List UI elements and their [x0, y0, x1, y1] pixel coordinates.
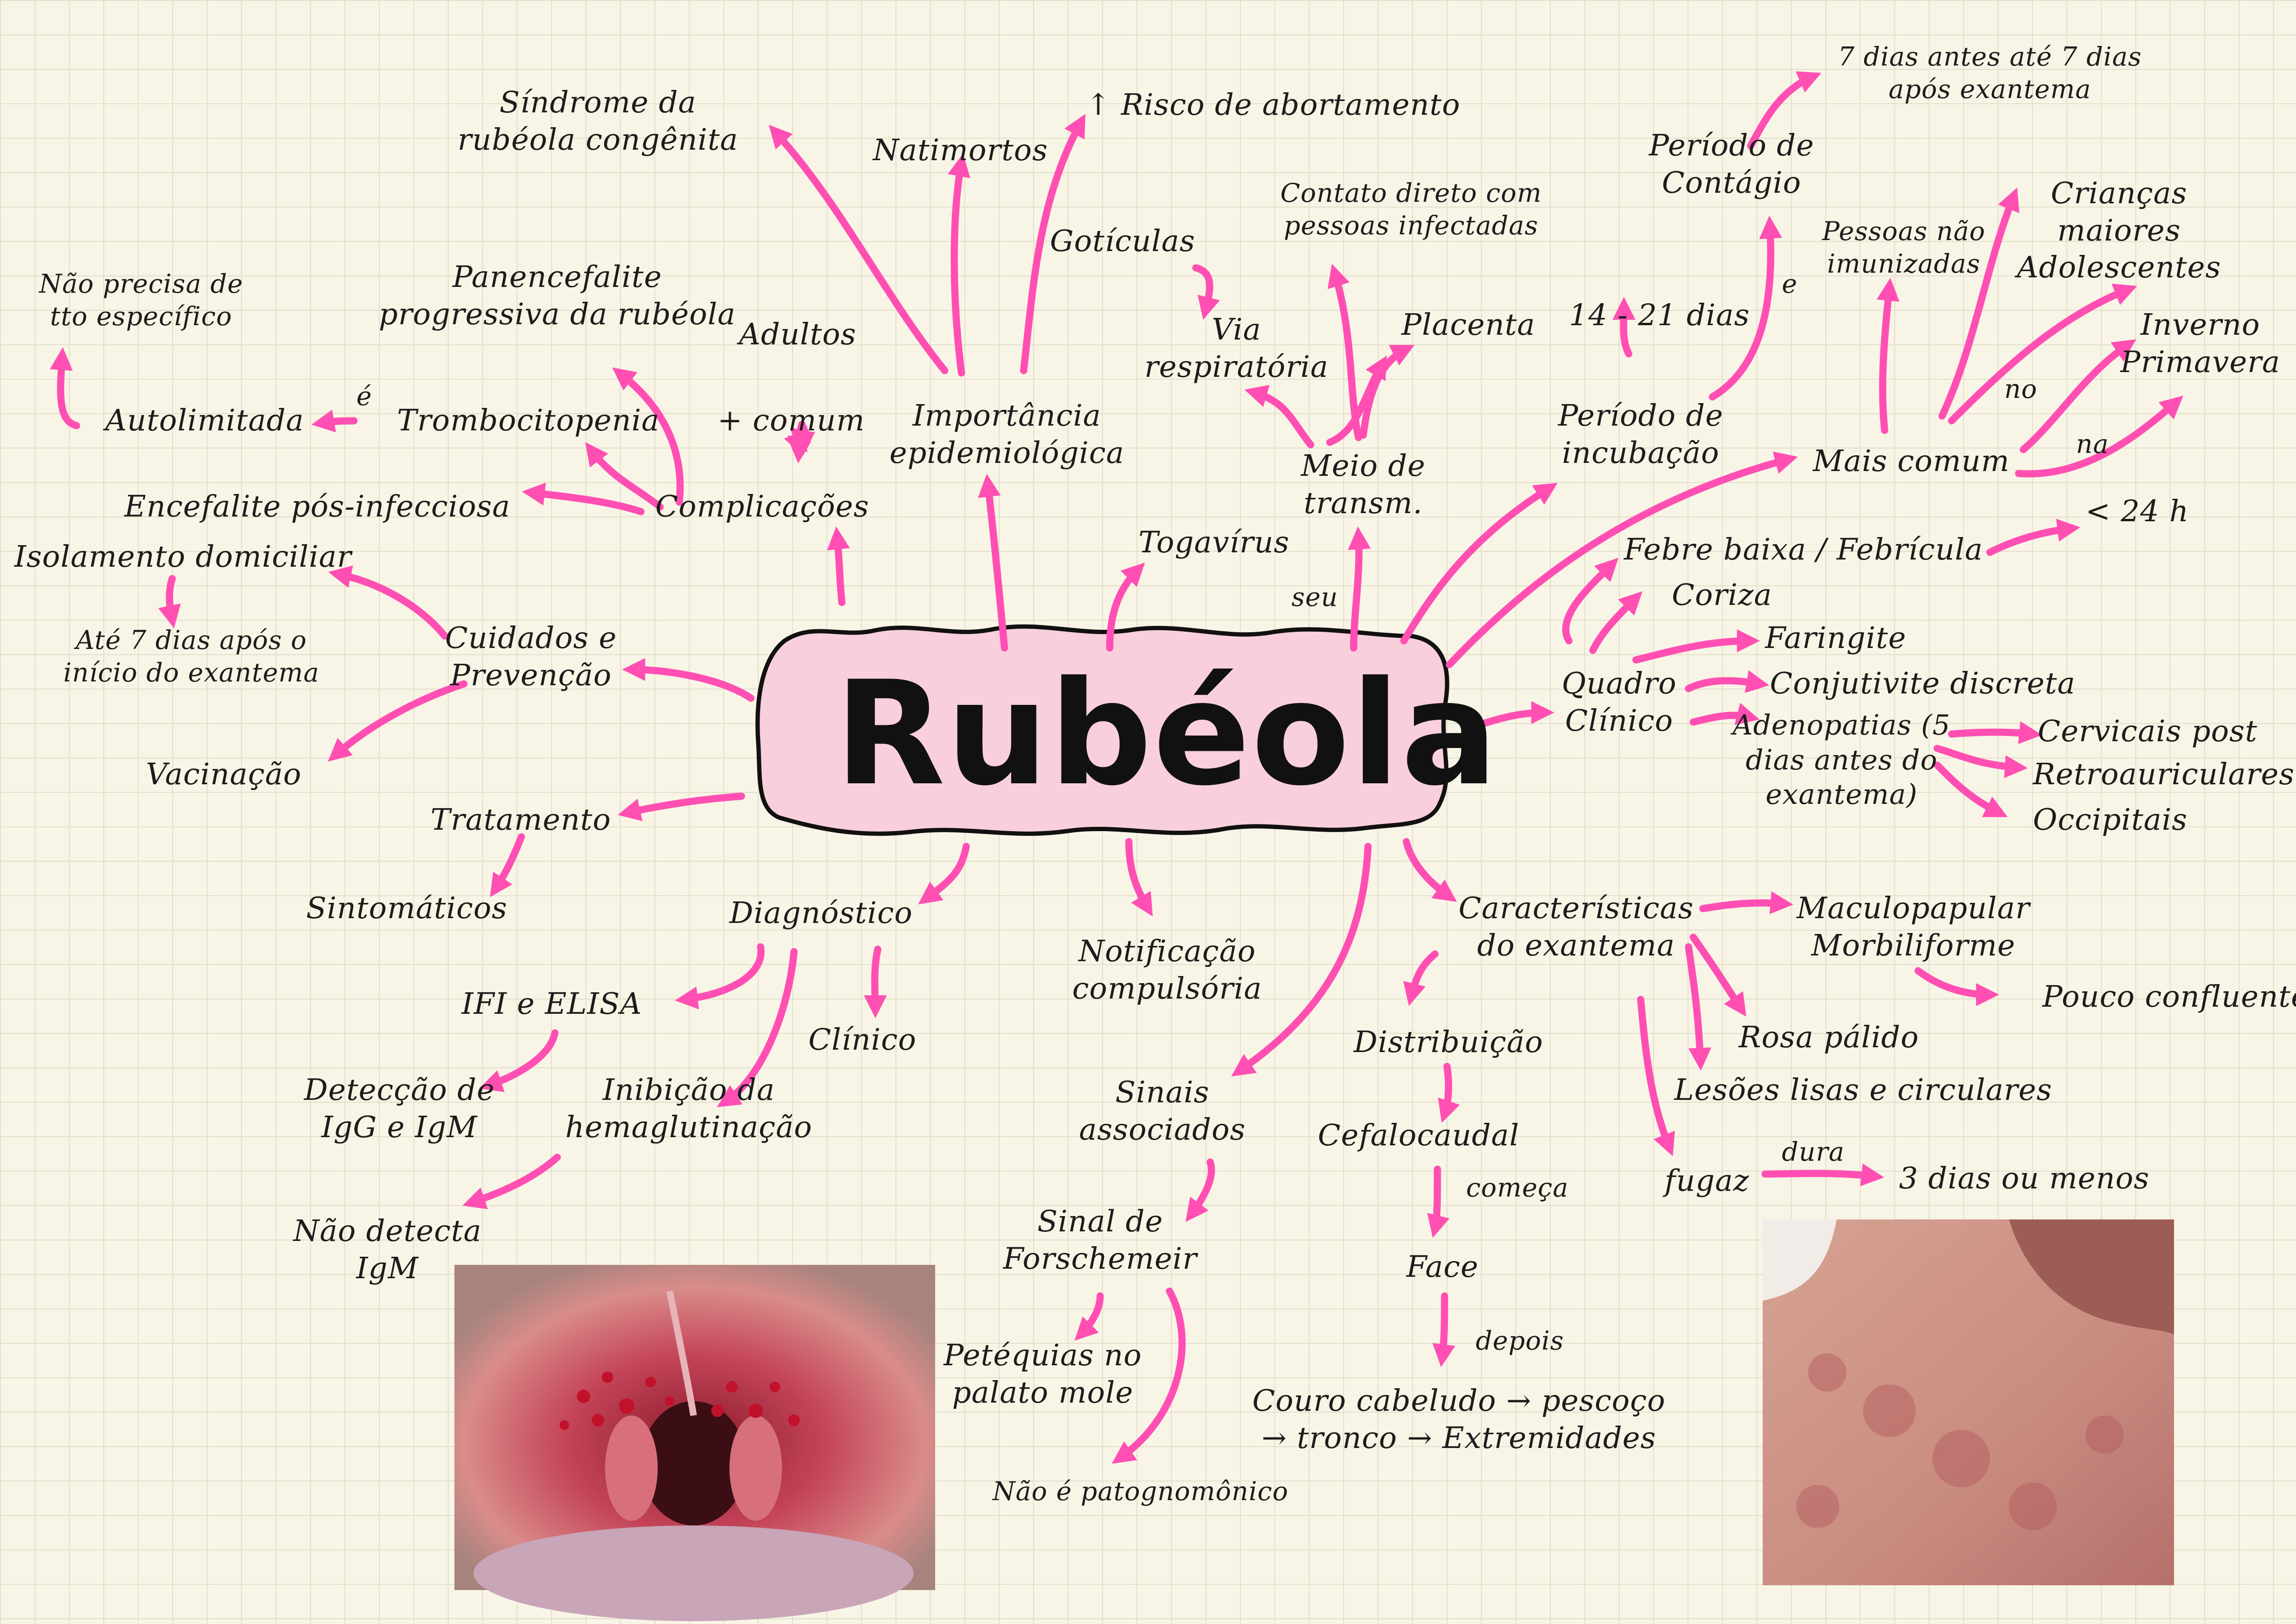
label-dura: dura: [1782, 1137, 1845, 1167]
label-e: é: [356, 381, 372, 411]
node-diagnostico: Diagnóstico: [729, 895, 913, 930]
node-inverno: Inverno Primavera: [2120, 307, 2281, 379]
label-depois: depois: [1476, 1326, 1564, 1356]
node-contato: Contato direto com pessoas infectadas: [1280, 178, 1542, 241]
node-febre: Febre baixa / Febrícula: [1624, 532, 1983, 567]
node-goticulas: Gotículas: [1050, 223, 1195, 258]
node-deteccao: Detecção de IgG e IgM: [304, 1072, 495, 1144]
node-risco: ↑ Risco de abortamento: [1086, 87, 1460, 122]
node-cefalocaudal: Cefalocaudal: [1318, 1118, 1520, 1152]
node-nao-detecta: Não detecta IgM: [293, 1213, 482, 1285]
node-periodo-contagio: Período de Contágio: [1649, 128, 1814, 200]
node-nao-precisa: Não precisa de tto específico: [39, 269, 243, 331]
node-via-resp: Via respiratória: [1144, 312, 1329, 384]
node-nao-patogn: Não é patognomônico: [993, 1476, 1289, 1506]
node-meio: Meio de transm.: [1301, 448, 1426, 520]
node-caracteristicas: Características do exantema: [1458, 890, 1694, 963]
node-panencefalite: Panencefalite progressiva da rubéola: [378, 259, 736, 331]
node-autolimitada: Autolimitada: [105, 403, 304, 438]
node-inibicao: Inibição da hemaglutinação: [565, 1072, 813, 1144]
node-isolamento: Isolamento domiciliar: [14, 539, 352, 574]
node-cuidados: Cuidados e Prevenção: [445, 620, 617, 692]
node-ifi: IFI e ELISA: [462, 986, 642, 1021]
throat-photo: [454, 1265, 935, 1590]
node-encefalite: Encefalite pós-infecciosa: [124, 489, 511, 524]
node-natimortos: Natimortos: [873, 132, 1048, 167]
node-conjuntivite: Conjutivite discreta: [1770, 666, 2076, 701]
rash-photo: [1763, 1219, 2174, 1585]
node-coriza: Coriza: [1672, 577, 1772, 612]
node-vacinacao: Vacinação: [146, 757, 302, 791]
node-distribuicao: Distribuição: [1354, 1024, 1544, 1059]
label-comeca: começa: [1466, 1173, 1569, 1203]
node-pouco-conf: Pouco confluente: [2042, 979, 2296, 1014]
node-faringite: Faringite: [1765, 620, 1907, 655]
node-sinais: Sinais associados: [1079, 1075, 1246, 1147]
center-title: Rubéola: [835, 650, 1499, 817]
node-maculopapular: Maculopapular Morbiliforme: [1797, 890, 2030, 963]
node-mais-comum-adultos: + comum: [718, 403, 865, 438]
node-fugaz: fugaz: [1665, 1163, 1750, 1198]
node-mais-comum: Mais comum: [1813, 443, 2010, 478]
node-periodo-incub: Período de incubação: [1558, 398, 1723, 470]
node-togavirus: Togavírus: [1138, 525, 1290, 560]
node-ate-7-dias: Até 7 dias após o início do exantema: [63, 625, 320, 688]
center-blob: [755, 624, 1449, 836]
label-seu: seu: [1292, 582, 1338, 612]
node-petequias: Petéquias no palato mole: [943, 1338, 1142, 1410]
node-rosa: Rosa pálido: [1739, 1020, 1919, 1054]
node-couro: Couro cabeludo → pescoço → tronco → Extr…: [1252, 1383, 1666, 1455]
node-tratamento: Tratamento: [430, 802, 611, 837]
node-face: Face: [1406, 1249, 1479, 1284]
node-notificacao: Notificação compulsória: [1072, 933, 1262, 1006]
label-na: na: [2076, 429, 2109, 459]
node-sinal-forsch: Sinal de Forschemeir: [1003, 1204, 1197, 1276]
label-no: no: [2004, 374, 2038, 404]
node-quadro: Quadro Clínico: [1561, 666, 1677, 738]
node-trombocitopenia: Trombocitopenia: [397, 403, 660, 438]
node-adenopatias: Adenopatias (5 dias antes do exantema): [1733, 709, 1951, 811]
node-menos-24h: < 24 h: [2086, 494, 2189, 528]
node-clinico: Clínico: [808, 1022, 916, 1057]
node-complicacoes: Complicações: [655, 489, 870, 524]
node-importancia: Importância epidemiológica: [889, 398, 1125, 470]
node-cervicais: Cervicais post: [2038, 713, 2258, 748]
rash-photo-art: [1763, 1219, 2174, 1585]
node-lesoes: Lesões lisas e circulares: [1674, 1072, 2053, 1107]
node-adultos: Adultos: [739, 317, 857, 351]
label-e2: e: [1782, 269, 1798, 299]
throat-photo-art: [454, 1265, 935, 1621]
node-retro: Retroauriculares: [2033, 757, 2295, 791]
node-criancas: Crianças maiores Adolescentes: [2017, 176, 2221, 285]
node-sindrome: Síndrome da rubéola congênita: [457, 85, 739, 157]
node-occipitais: Occipitais: [2033, 802, 2188, 837]
node-sete-dias: 7 dias antes até 7 dias após exantema: [1838, 42, 2142, 104]
node-sintomaticos: Sintomáticos: [306, 890, 508, 925]
node-pessoas-nao: Pessoas não imunizadas: [1822, 216, 1986, 279]
node-tres-dias: 3 dias ou menos: [1899, 1161, 2150, 1196]
node-14-21: 14 - 21 dias: [1569, 297, 1750, 332]
node-placenta: Placenta: [1402, 307, 1535, 342]
